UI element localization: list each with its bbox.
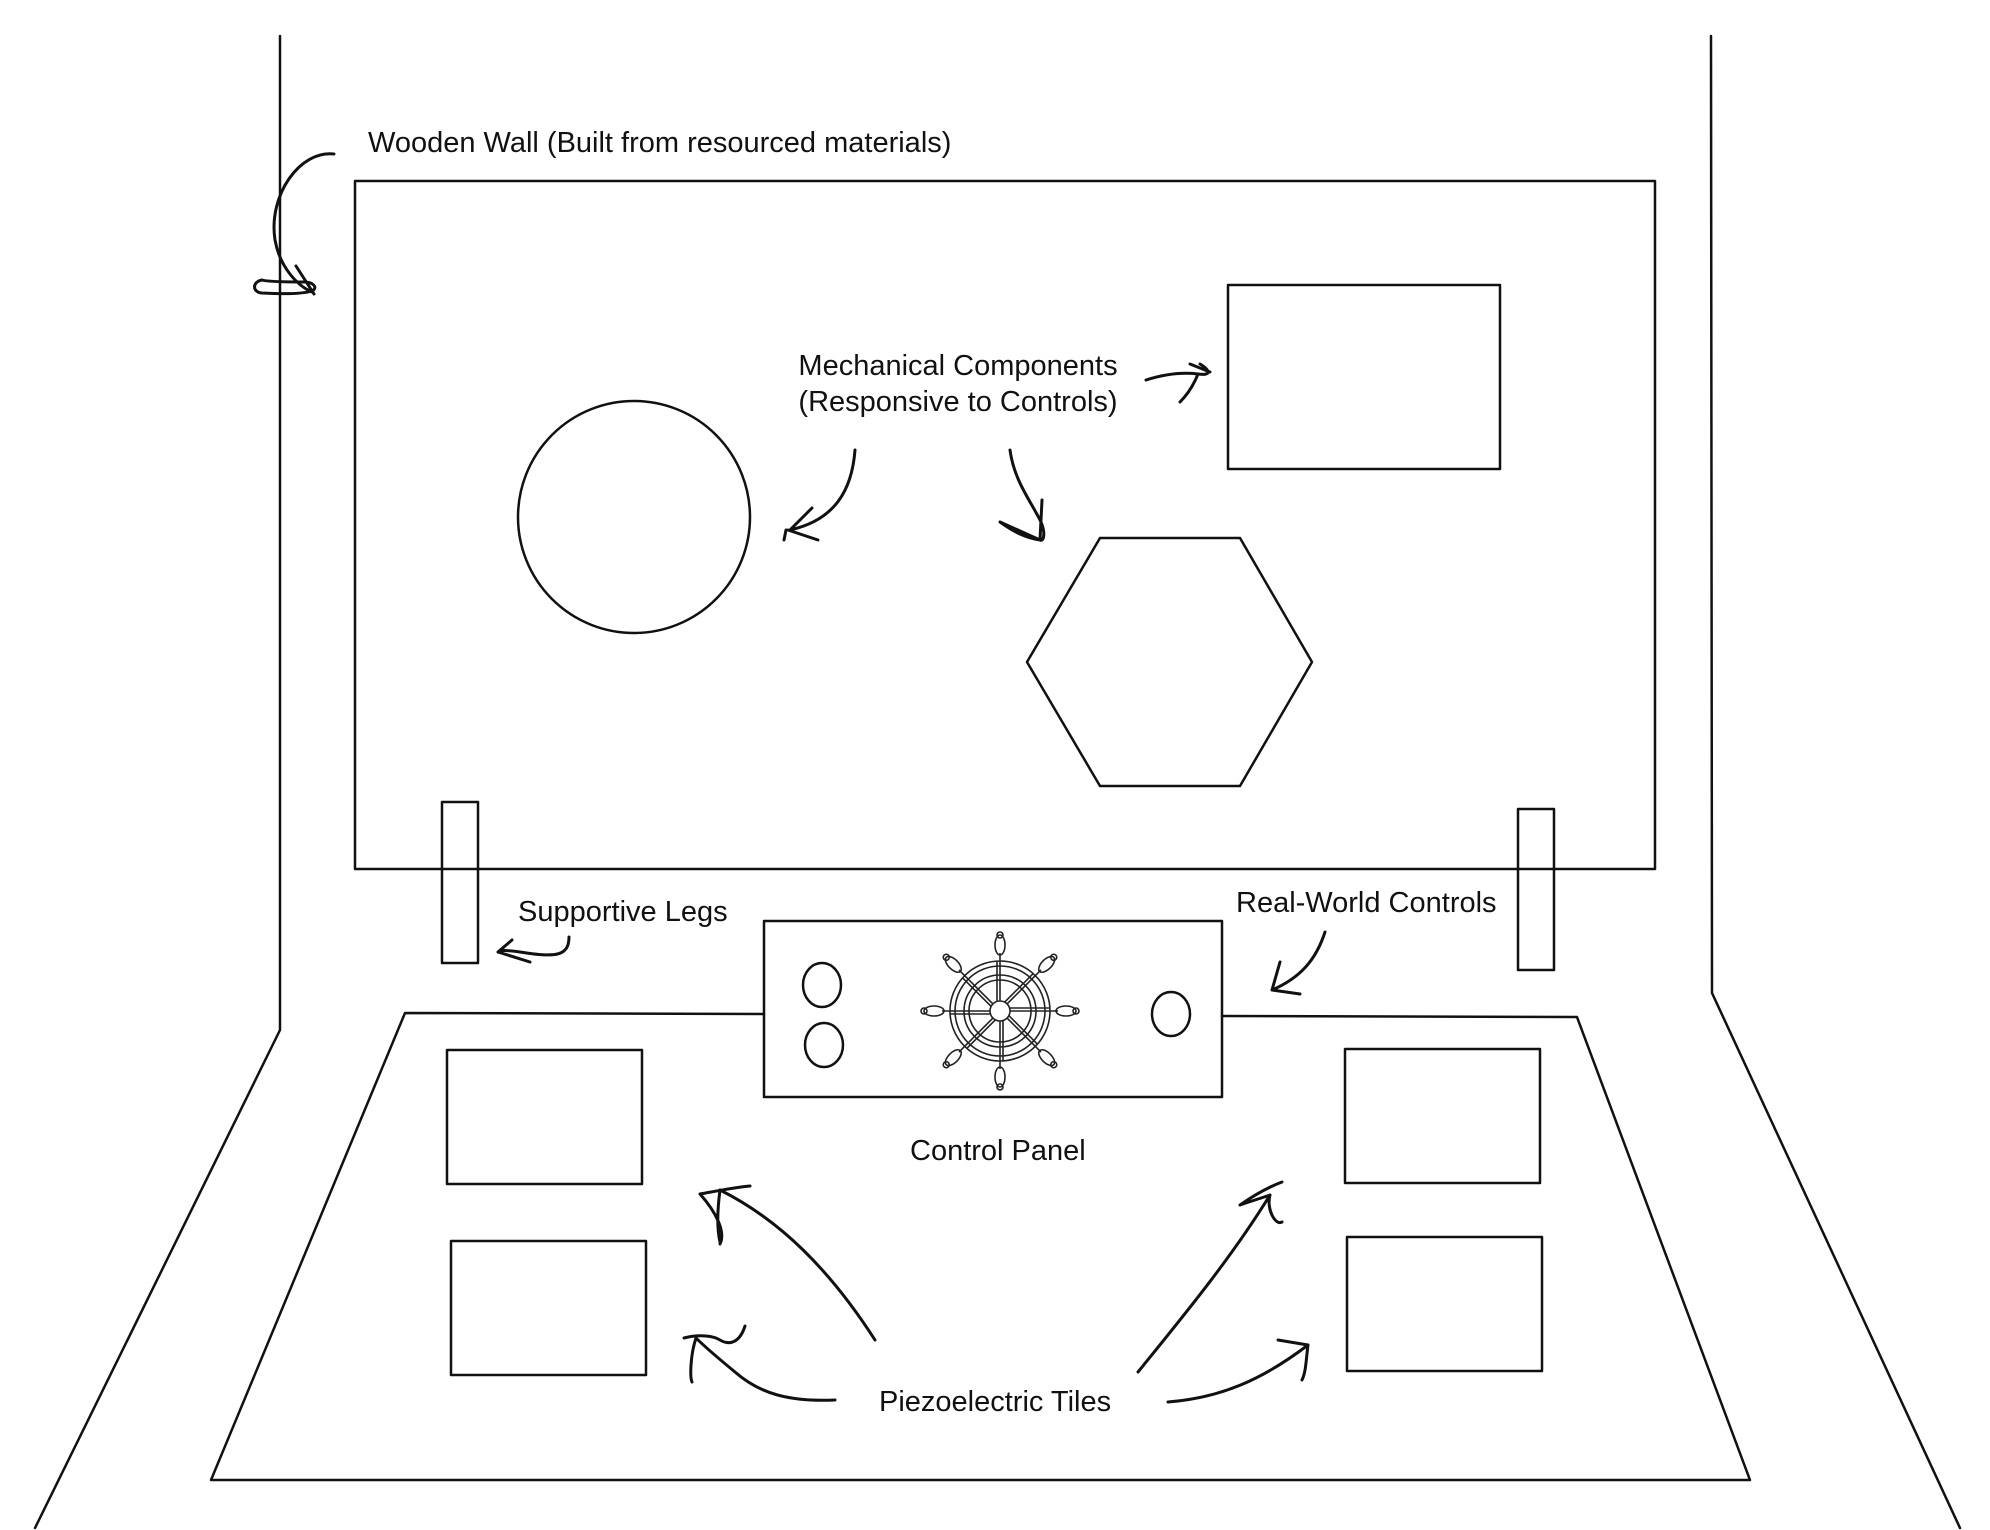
control-panel-box: [762, 919, 1224, 1099]
mechanical-to-hexagon-arrow: [998, 448, 1046, 542]
real-world-controls-arrow: [1270, 930, 1327, 996]
mechanical-rectangle: [1226, 283, 1502, 471]
piezo-tile-top-right: [1343, 1047, 1542, 1185]
supportive-legs-arrow: [496, 935, 571, 964]
mechanical-to-circle-arrow: [782, 448, 857, 542]
mechanical-to-rectangle-arrow: [1144, 362, 1212, 404]
floor-platform: [209, 1011, 1752, 1482]
mechanical-hexagon: [1025, 536, 1314, 788]
room-right-wall-line: [1709, 34, 1962, 1530]
piezo-to-top-right-arrow: [1136, 1180, 1284, 1374]
piezo-to-bottom-right-arrow: [1166, 1338, 1310, 1404]
wooden-wall-label: Wooden Wall (Built from resourced materi…: [368, 127, 951, 159]
ship-wheel-icon: [920, 931, 1080, 1091]
mechanical-components-label: Mechanical Components: [798, 350, 1117, 382]
wooden-wall-arrow: [253, 152, 336, 296]
control-button-right: [1150, 990, 1192, 1038]
control-panel: [762, 919, 1224, 1099]
piezoelectric-tiles-label: Piezoelectric Tiles: [879, 1386, 1111, 1418]
room-left-wall-line: [33, 34, 282, 1530]
supportive-leg-left: [440, 800, 480, 965]
piezo-tile-bottom-left: [449, 1239, 648, 1377]
wooden-wall: [353, 179, 1657, 871]
piezo-to-top-left-arrow: [698, 1184, 877, 1342]
supportive-leg-right: [1516, 807, 1556, 972]
piezo-tile-top-left: [445, 1048, 644, 1186]
real-world-controls-label: Real-World Controls: [1236, 887, 1497, 919]
supportive-legs-label: Supportive Legs: [518, 896, 728, 928]
control-button-top-left: [801, 961, 843, 1009]
room-outline: [33, 34, 1962, 1530]
annotation-arrows: [253, 152, 1327, 1404]
mechanical-components-sublabel: (Responsive to Controls): [798, 386, 1117, 418]
control-button-bottom-left: [803, 1021, 845, 1069]
piezo-to-bottom-left-arrow: [682, 1324, 837, 1402]
control-panel-label: Control Panel: [910, 1135, 1086, 1167]
mechanical-circle: [516, 399, 752, 635]
piezo-tile-bottom-right: [1345, 1235, 1544, 1373]
